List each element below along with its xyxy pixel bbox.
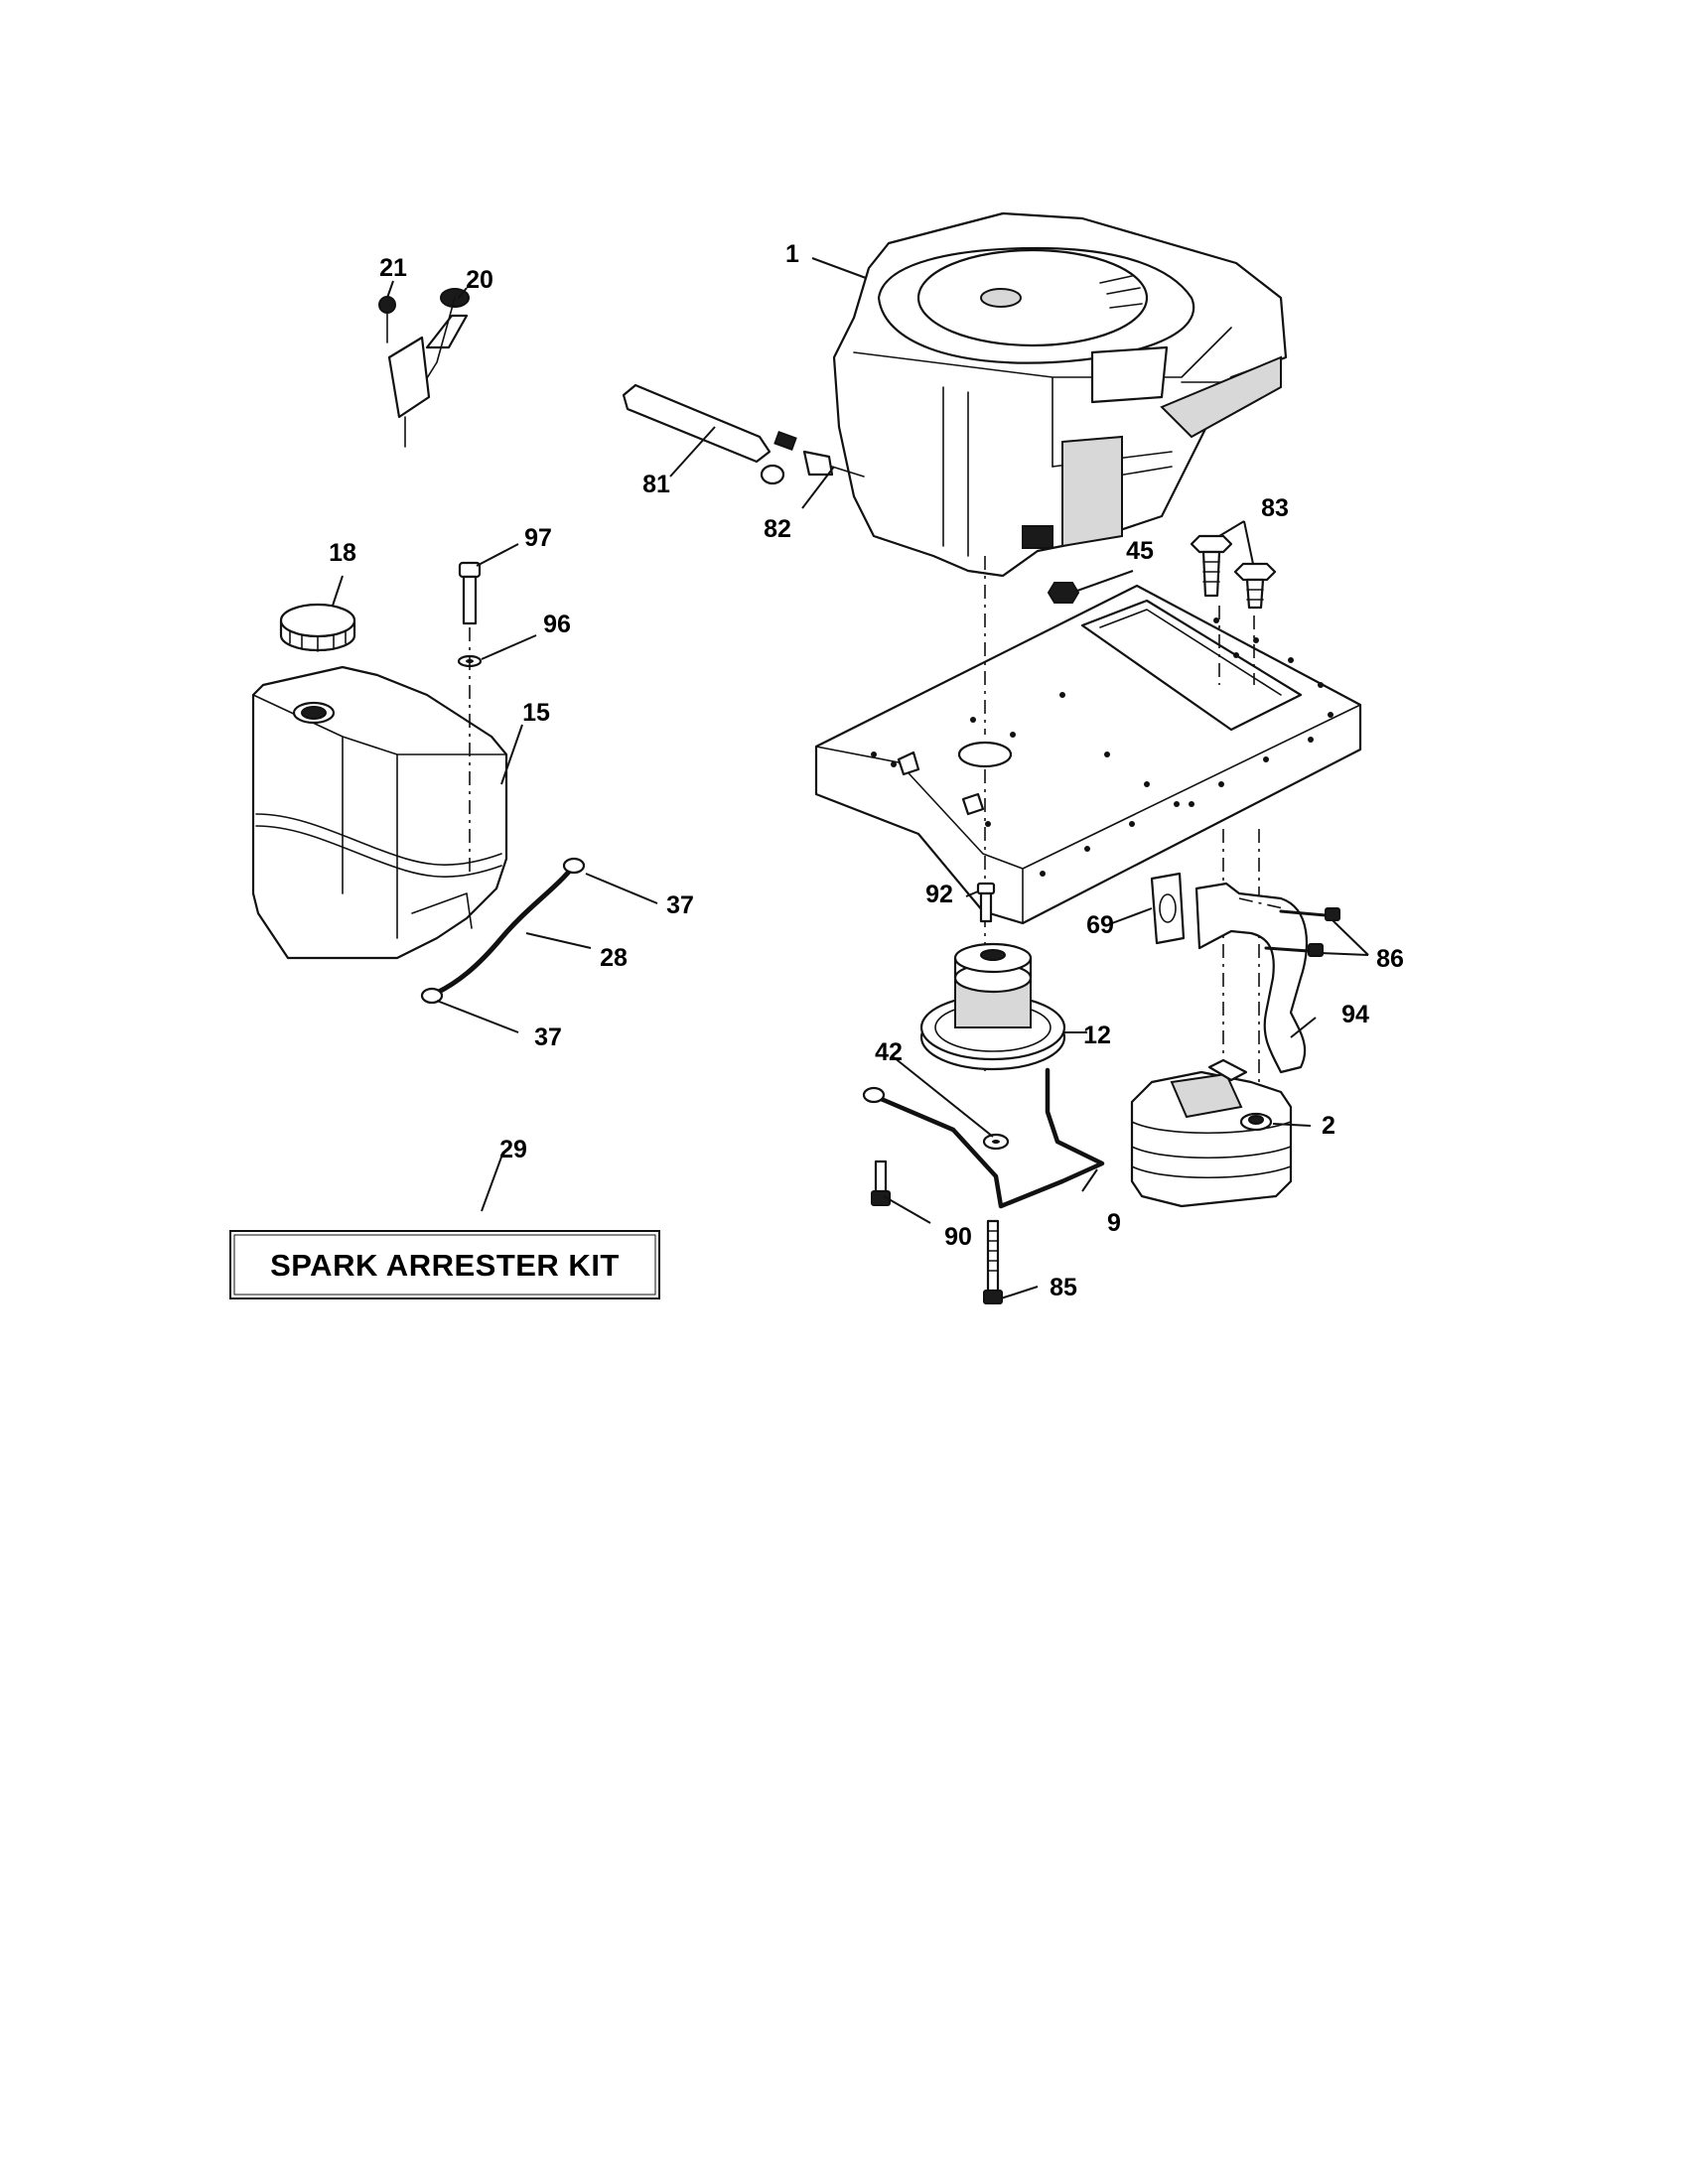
fuel-cap — [279, 603, 356, 652]
callout-37b: 37 — [534, 1024, 562, 1051]
callouts: 1 21 20 18 97 96 15 37 28 37 29 81 82 45… — [329, 240, 1404, 1301]
callout-94: 94 — [1341, 1001, 1369, 1028]
bolt-icon — [378, 296, 396, 343]
rod-9 — [862, 1067, 1105, 1209]
bolt-85 — [983, 1219, 1003, 1304]
callout-69: 69 — [1086, 911, 1114, 939]
callout-2: 2 — [1322, 1112, 1335, 1140]
muffler-2 — [1130, 1058, 1293, 1208]
callout-97: 97 — [524, 524, 552, 552]
nut-45 — [1047, 582, 1080, 604]
callout-21: 21 — [379, 254, 407, 282]
bolt-90 — [871, 1160, 891, 1206]
callout-82: 82 — [764, 515, 791, 543]
bolt-83-a — [1190, 534, 1233, 598]
bolt-83-b — [1233, 562, 1277, 610]
dipstick-assembly — [378, 288, 470, 448]
callout-85: 85 — [1050, 1274, 1077, 1301]
callout-37a: 37 — [666, 891, 694, 919]
leader-lines — [332, 257, 1369, 1299]
callout-96: 96 — [543, 611, 571, 638]
spark-arrester-kit-label: SPARK ARRESTER KIT — [270, 1248, 620, 1283]
callout-9: 9 — [1107, 1209, 1121, 1237]
callout-15: 15 — [522, 699, 550, 727]
spark-arrester-kit-box: SPARK ARRESTER KIT — [229, 1230, 660, 1299]
callout-28: 28 — [600, 944, 628, 972]
callout-92: 92 — [925, 881, 953, 908]
fuel-line-assembly — [420, 857, 586, 1005]
callout-83: 83 — [1261, 494, 1289, 522]
callout-90: 90 — [944, 1223, 972, 1251]
exhaust-pipe-94 — [1194, 882, 1309, 1074]
callout-42: 42 — [875, 1038, 903, 1066]
callout-86: 86 — [1376, 945, 1404, 973]
mounting-plate — [814, 584, 1362, 925]
gasket-69 — [1150, 872, 1186, 945]
washer-42 — [982, 1133, 1010, 1151]
fuel-fitting-82 — [760, 431, 865, 485]
callout-81: 81 — [642, 471, 670, 498]
bolt-97 — [458, 561, 482, 625]
pulley-12 — [919, 942, 1066, 1071]
engine — [832, 211, 1288, 578]
callout-20: 20 — [466, 266, 493, 294]
bolt-92 — [976, 882, 996, 923]
screw-86-a — [1279, 907, 1340, 921]
callout-1: 1 — [785, 240, 799, 268]
callout-18: 18 — [329, 539, 356, 567]
callout-29: 29 — [499, 1136, 527, 1163]
screw-86-b — [1264, 943, 1324, 957]
fuel-tank — [251, 665, 508, 960]
callout-12: 12 — [1083, 1022, 1111, 1049]
fuel-hose-81 — [622, 383, 772, 464]
callout-45: 45 — [1126, 537, 1154, 565]
